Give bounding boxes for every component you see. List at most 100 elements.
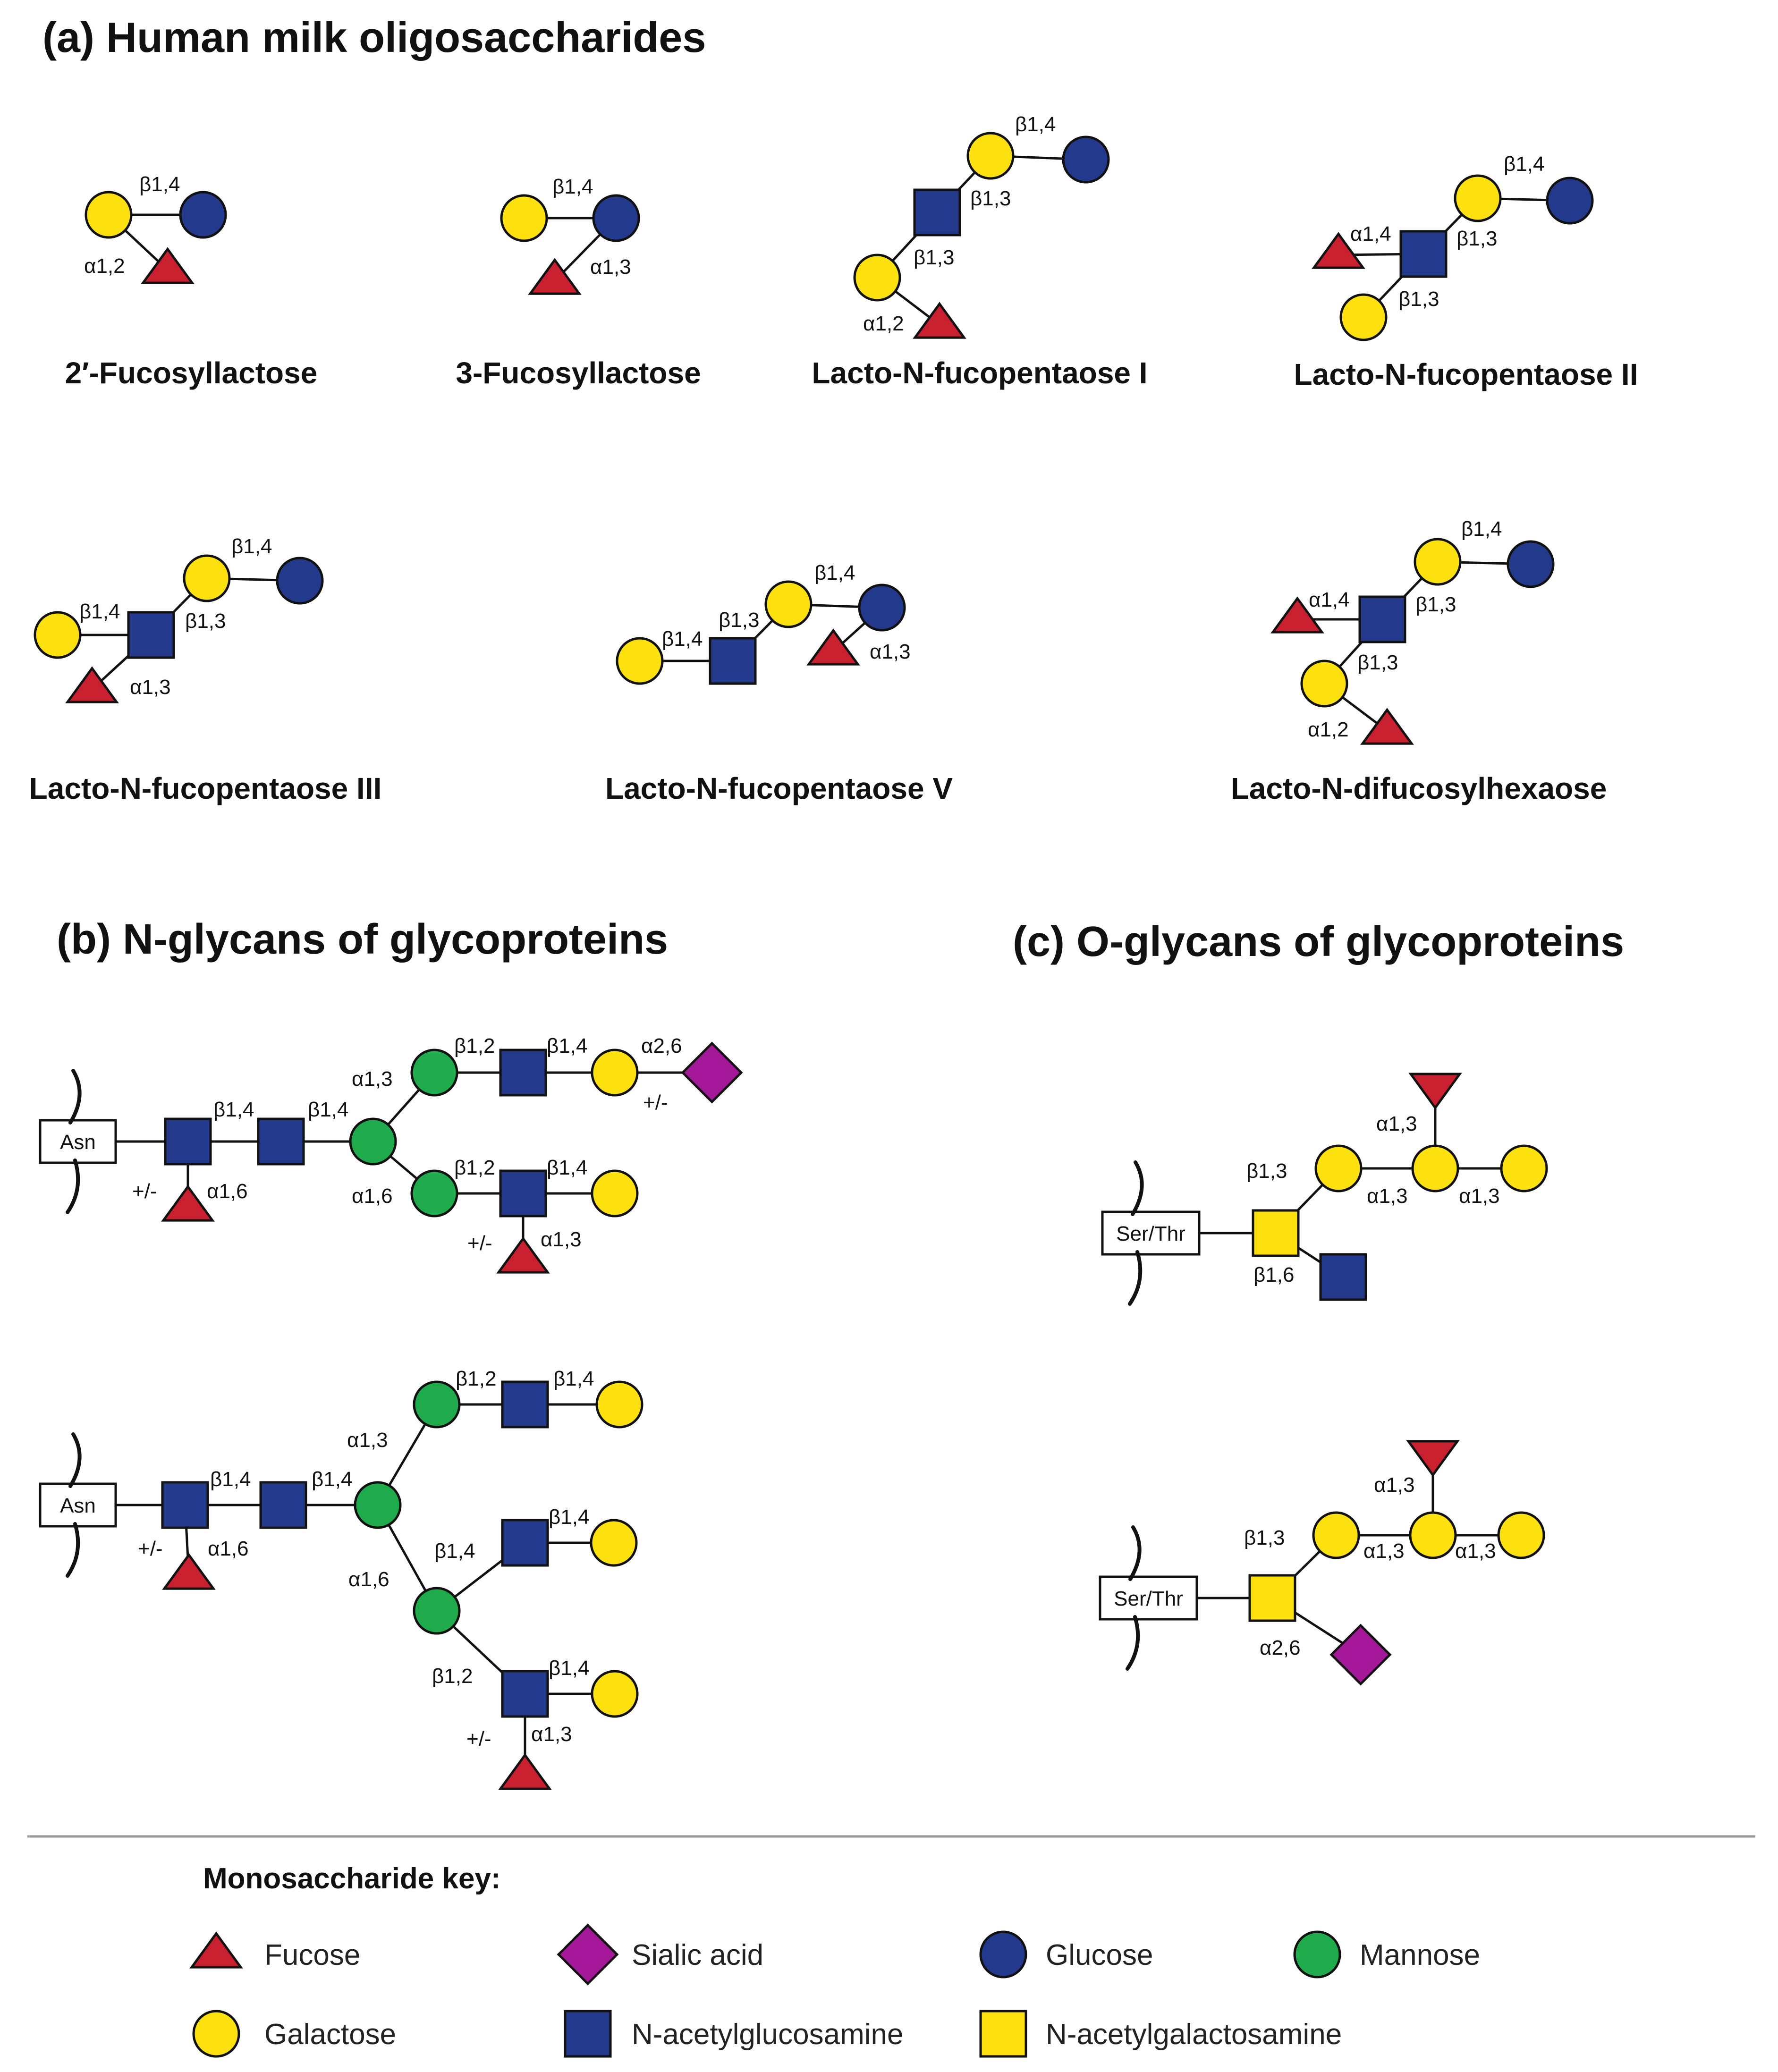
key-label-mannose: Mannose [1360,1939,1480,1971]
linkage-label: +/- [138,1537,163,1560]
glcnac-symbol [1358,595,1406,643]
glcnac-symbol [501,1670,549,1718]
glcnac-symbol [161,1481,209,1529]
galnac-symbol [1248,1574,1296,1622]
galactose-symbol [192,2010,240,2058]
linkage-label: α2,6 [1260,1636,1301,1659]
aglycone-label: Ser/Thr [1116,1222,1185,1245]
key-label-glucose: Glucose [1046,1939,1153,1971]
galactose-symbol [1411,1144,1459,1192]
linkage-label: α1,3 [1367,1184,1408,1208]
galactose-symbol [1312,1511,1360,1559]
fucose-symbol [65,666,119,703]
glcnac-symbol [499,1169,547,1218]
galactose-symbol [591,1670,639,1718]
galactose-symbol [85,191,133,239]
linkage-label: β1,2 [432,1665,473,1688]
fucose-symbol [1408,1073,1462,1110]
linkage-label: β1,4 [213,1098,254,1121]
linkage-label: α1,3 [590,255,631,279]
peptide-brace [1131,1160,1144,1216]
mannose-symbol [413,1380,461,1429]
linkage-label: α1,3 [1376,1112,1417,1135]
mannose-symbol [1293,1930,1341,1979]
structure-name: Lacto-N-fucopentaose I [812,356,1147,390]
linkage-label: β1,4 [552,175,593,198]
fucose-symbol [162,1553,216,1590]
galactose-symbol [500,194,548,242]
galactose-symbol [1409,1511,1457,1559]
glcnac-symbol [164,1117,212,1166]
glcnac-symbol [499,1049,547,1097]
fucose-symbol [1406,1440,1460,1477]
linkage-label: β1,4 [549,1505,589,1529]
glucose-symbol [592,194,640,242]
section-heading-a: (a) Human milk oligosaccharides [42,14,706,61]
galactose-symbol [34,611,82,659]
mannose-symbol [349,1117,397,1166]
aglycone-label: Ser/Thr [1114,1587,1183,1610]
linkage-label: β1,3 [1415,593,1456,616]
mannose-symbol [410,1169,458,1218]
glucose-symbol [1546,177,1594,225]
glcnac-symbol [709,637,757,685]
linkage-label: α1,3 [531,1723,572,1746]
glcnac-symbol [501,1380,549,1429]
linkage-label: β1,6 [1253,1263,1294,1286]
glcnac-symbol [913,188,961,237]
linkage-label: β1,4 [79,600,120,623]
glucose-symbol [858,584,906,632]
linkage-label: α1,4 [1350,222,1391,245]
galactose-symbol [853,254,901,302]
linkage-label: β1,4 [231,535,272,558]
mannose-symbol [413,1587,461,1635]
galactose-symbol [183,554,231,602]
galactose-symbol [591,1169,639,1218]
key-title: Monosaccharide key: [203,1862,501,1895]
sialic-acid-symbol [1329,1624,1392,1686]
glucose-symbol [1507,540,1555,588]
aglycone-frames [39,1069,1201,1671]
linkage-label: β1,3 [185,609,226,633]
structure-name: Lacto-N-fucopentaose V [605,771,953,805]
linkage-label: β1,4 [1504,152,1544,176]
linkage-label: β1,3 [1244,1526,1285,1549]
sialic-acid-symbol [557,1923,619,1986]
linkage-label: β1,3 [970,187,1011,210]
aglycone-box [39,1482,117,1528]
monosaccharide-symbols [34,132,1594,2058]
fucose-symbol [496,1236,550,1274]
fucose-symbol [528,258,582,295]
mannose-symbol [410,1049,458,1097]
galactose-symbol [1300,660,1348,708]
linkage-label: β1,4 [312,1468,352,1491]
galactose-symbol [1314,1144,1363,1192]
linkage-label: β1,2 [454,1034,495,1057]
peptide-brace [66,1522,80,1578]
linkage-label: β1,3 [1246,1159,1287,1183]
galactose-symbol [595,1380,643,1429]
linkage-label: +/- [643,1091,668,1114]
linkage-label: α1,3 [1363,1539,1405,1563]
section-heading-b: (b) N-glycans of glycoproteins [57,916,668,963]
key-label-galactose: Galactose [264,2018,396,2051]
linkage-label: α1,6 [348,1568,389,1591]
galactose-symbol [591,1049,639,1097]
peptide-brace [1128,1525,1142,1581]
aglycone-box [1099,1575,1198,1621]
linkage-label: α1,6 [207,1180,248,1203]
linkage-label: α1,6 [352,1184,393,1208]
linkage-label: β1,2 [454,1156,495,1179]
linkage-label: β1,3 [914,246,954,269]
galactose-symbol [1497,1511,1545,1559]
mannose-symbol [354,1481,402,1529]
fucose-symbol [1312,232,1365,269]
galactose-symbol [966,132,1015,180]
linkage-label: β1,4 [139,173,180,196]
section-heading-c: (c) O-glycans of glycoproteins [1013,918,1624,965]
fucose-symbol [1270,596,1324,634]
linkage-label: β1,3 [1357,651,1398,674]
peptide-brace [68,1069,82,1125]
fucose-symbol [189,1931,243,1969]
linkage-label: β1,2 [456,1367,496,1390]
